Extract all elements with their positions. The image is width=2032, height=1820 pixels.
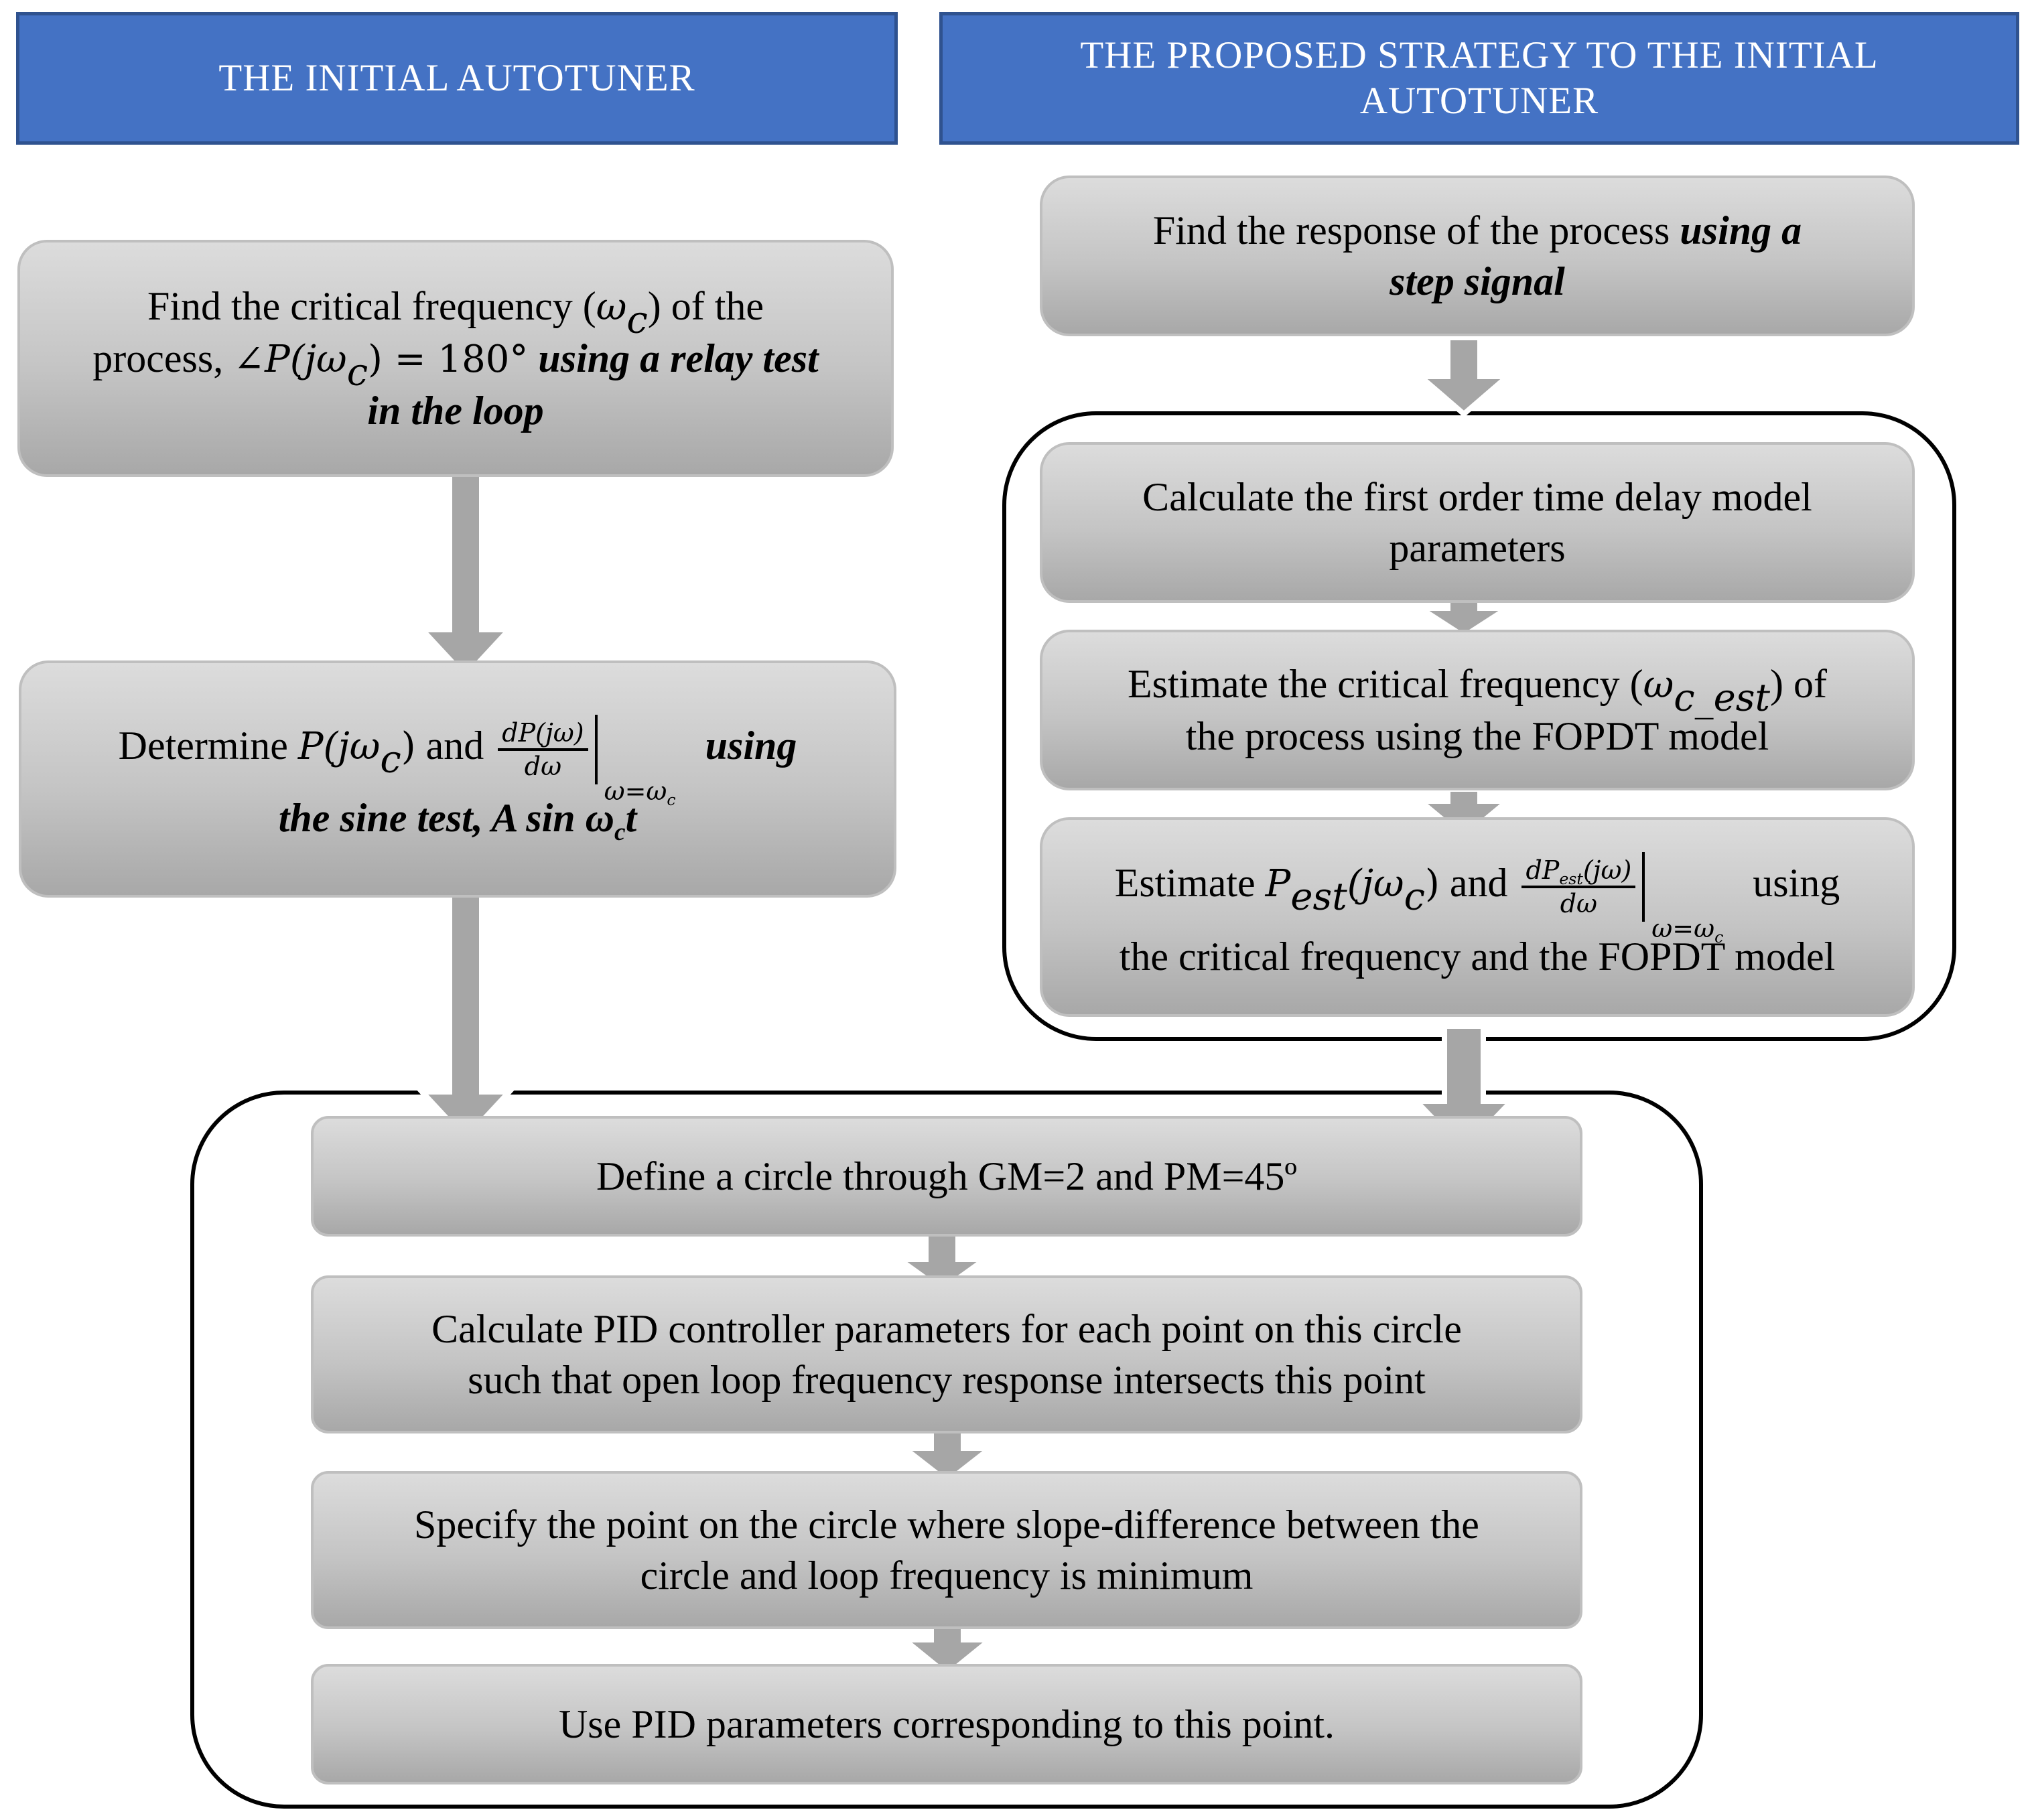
right-step-estimate-critical-frequency: Estimate the critical frequency (ωc_est)…	[1040, 630, 1915, 790]
evaluation-bar: ω=ωc	[1642, 852, 1723, 945]
p-function: P(jω	[297, 724, 381, 768]
emphasis-text: using a relay test	[538, 336, 819, 380]
right-step-estimate-plant-response: Estimate Pest(jωc) and dPest(jω) dω ω=ωc…	[1040, 817, 1915, 1017]
emphasis-text: the sine test, A sin ω	[278, 796, 615, 840]
text: process,	[92, 336, 234, 380]
pid-tuning-group	[190, 1091, 1703, 1809]
emphasis-text: step signal	[1390, 259, 1565, 303]
fraction-denominator: dω	[1560, 889, 1598, 918]
fraction-denominator: dω	[524, 752, 562, 781]
arrow-left-1	[415, 453, 516, 681]
left-step-determine-plant-response: Determine P(jωc) and dP(jω) dω ω=ωc usin…	[19, 660, 896, 898]
bottom-step-define-circle: Define a circle through GM=2 and PM=45º	[311, 1116, 1582, 1237]
text: Find the critical frequency (	[147, 284, 596, 328]
text: ) of	[1770, 662, 1828, 706]
evaluation-bar: ω=ωc	[594, 715, 676, 808]
angle-formula: ∠P(jω	[233, 338, 347, 381]
subscript: c	[614, 819, 626, 847]
text: parameters	[1389, 526, 1566, 570]
text: the critical frequency and the FOPDT mod…	[1119, 934, 1836, 979]
text: such that open loop frequency response i…	[468, 1358, 1426, 1402]
text: and	[425, 723, 484, 768]
arrow-left-2	[415, 890, 516, 1143]
p-argument: (jω	[1347, 861, 1404, 906]
text: the process using the FOPDT model	[1185, 714, 1769, 758]
subscript: est	[1559, 869, 1583, 889]
text: Use PID parameters corresponding to this…	[558, 1702, 1335, 1746]
emphasis-text: using	[705, 723, 797, 768]
p-symbol: P	[1265, 861, 1291, 906]
right-step-calc-fopdt-parameters: Calculate the first order time delay mod…	[1040, 442, 1915, 603]
subscript: est	[1290, 875, 1347, 919]
evaluation-point: ω=ωc	[1651, 914, 1723, 945]
header-proposed-strategy: THE PROPOSED STRATEGY TO THE INITIAL AUT…	[939, 12, 2019, 145]
evaluation-point: ω=ωc	[604, 776, 676, 808]
eval-at: ω=ω	[604, 776, 667, 806]
text: Calculate the first order time delay mod…	[1142, 475, 1812, 519]
fraction-numerator: dP(jω)	[498, 717, 588, 751]
header-proposed-strategy-text: THE PROPOSED STRATEGY TO THE INITIAL AUT…	[1080, 34, 1879, 122]
left-step-find-critical-frequency: Find the critical frequency (ωc) of the …	[17, 240, 894, 477]
arrow-right-1	[1413, 335, 1515, 418]
subscript: c	[626, 298, 648, 342]
text: Estimate the critical frequency (	[1127, 662, 1643, 706]
text: Specify the point on the circle where sl…	[414, 1502, 1479, 1547]
fraction-numerator: dPest(jω)	[1521, 855, 1636, 889]
omega-symbol: ω	[596, 285, 627, 329]
formula-close: ) = 180°	[368, 338, 529, 381]
bottom-step-specify-point: Specify the point on the circle where sl…	[311, 1471, 1582, 1629]
subscript: c	[1714, 928, 1724, 947]
subscript: c	[667, 790, 676, 810]
eval-at: ω=ω	[1651, 914, 1715, 943]
subscript: c	[380, 738, 401, 782]
text: Estimate	[1114, 860, 1266, 905]
paren: )	[401, 724, 416, 768]
text: ) of the	[647, 284, 764, 328]
subscript: c	[346, 350, 368, 395]
text: and	[1449, 860, 1508, 905]
emphasis-text: in the loop	[367, 389, 544, 433]
derivative-fraction: dPest(jω) dω	[1521, 855, 1636, 919]
omega-symbol: ω	[1643, 663, 1674, 707]
header-initial-autotuner-text: THE INITIAL AUTOTUNER	[218, 57, 695, 99]
right-step-find-step-response: Find the response of the process using a…	[1040, 176, 1915, 336]
subscript: c	[1404, 875, 1425, 919]
header-initial-autotuner: THE INITIAL AUTOTUNER	[16, 12, 898, 145]
num-post: (jω)	[1582, 855, 1632, 885]
derivative-fraction: dP(jω) dω	[498, 717, 588, 782]
bottom-step-calc-pid-parameters: Calculate PID controller parameters for …	[311, 1275, 1582, 1433]
emphasis-text: using a	[1680, 208, 1802, 253]
bottom-step-use-pid-parameters: Use PID parameters corresponding to this…	[311, 1664, 1582, 1784]
text: Calculate PID controller parameters for …	[431, 1307, 1462, 1351]
paren: )	[1424, 861, 1440, 906]
text: Define a circle through GM=2 and PM=45º	[596, 1154, 1298, 1198]
subscript: c_est	[1674, 676, 1771, 720]
emphasis-text: t	[625, 796, 637, 840]
text: circle and loop frequency is minimum	[640, 1553, 1254, 1598]
text: using	[1753, 860, 1840, 905]
text: Find the response of the process	[1152, 208, 1680, 253]
text: Determine	[118, 723, 298, 768]
num-pre: dP	[1526, 855, 1560, 885]
